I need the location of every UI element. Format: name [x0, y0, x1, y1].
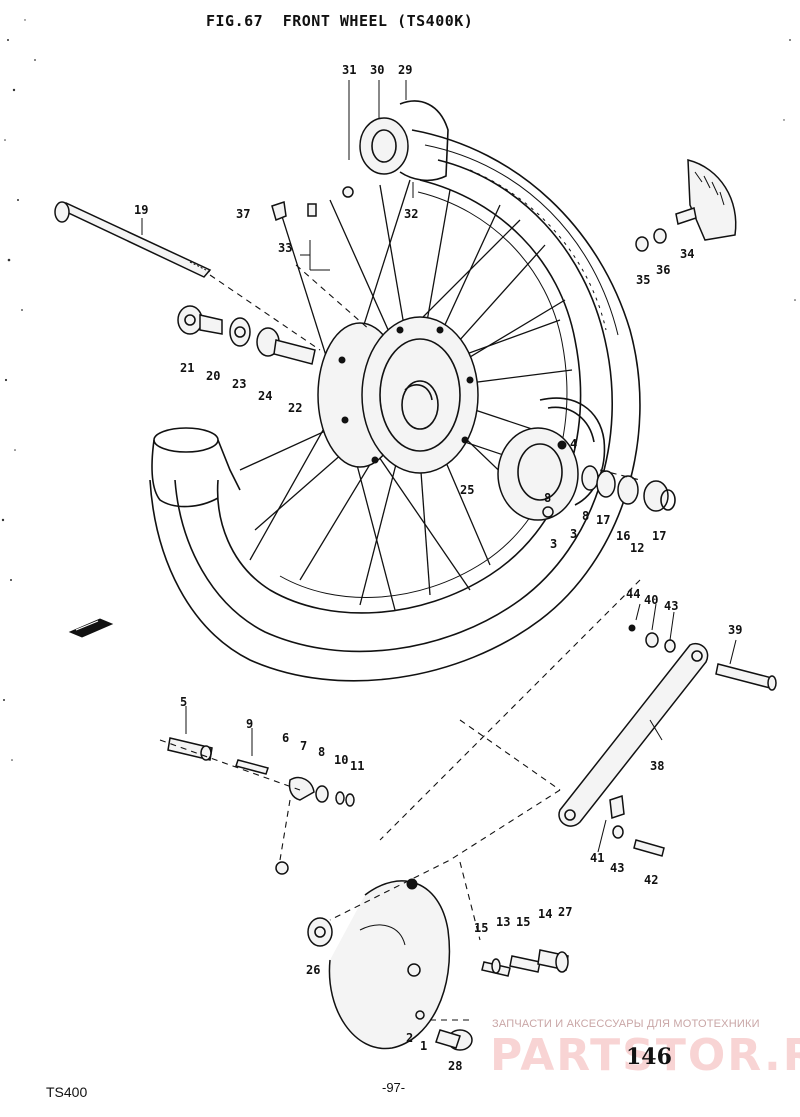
part-numbers: 31 30 29 32 19 37 33 34 35 36 21 20 23 2… [134, 63, 742, 1073]
part-label: 38 [650, 759, 664, 773]
part-label: 10 [334, 753, 348, 767]
watermark-caption: ЗАПЧАСТИ И АКСЕССУАРЫ ДЛЯ МОТОТЕХНИКИ [492, 1018, 760, 1030]
part-label: 21 [180, 361, 194, 375]
part-label: 8 [544, 491, 551, 505]
right-axle-parts [581, 465, 676, 512]
scan-noise [1, 19, 796, 761]
part-label: 26 [306, 963, 320, 977]
part-label: 14 [538, 907, 552, 921]
part-label: 25 [460, 483, 474, 497]
part-label: 16 [616, 529, 630, 543]
part-label: 3 [570, 527, 577, 541]
part-label: 19 [134, 203, 148, 217]
part-label: 8 [582, 509, 589, 523]
part-label: 5 [180, 695, 187, 709]
part-label: 41 [590, 851, 604, 865]
part-label: 37 [236, 207, 250, 221]
part-label: 17 [596, 513, 610, 527]
model-label: TS400 [46, 1084, 88, 1100]
part-label: 31 [342, 63, 356, 77]
part-label: 32 [404, 207, 418, 221]
part-label: 15 [516, 915, 530, 929]
axle [54, 201, 212, 278]
figure-name: FRONT WHEEL (TS400K) [282, 12, 474, 30]
watermark-logo: PARTSTOR.RU [490, 1030, 800, 1081]
part-label: 43 [664, 599, 678, 613]
tube-section [359, 117, 409, 175]
speedometer-drive-parts [481, 949, 569, 977]
figure-number: FIG.67 [206, 12, 264, 30]
part-label: 6 [282, 731, 289, 745]
part-label: 34 [680, 247, 694, 261]
assembly-lines [159, 264, 641, 1021]
part-label: 36 [656, 263, 670, 277]
brake-panel [275, 861, 473, 1051]
part-label: 8 [318, 745, 325, 759]
small-fasteners [271, 186, 354, 271]
part-label: 33 [278, 241, 292, 255]
part-label: 1 [420, 1039, 427, 1053]
brake-shoes [497, 397, 606, 521]
part-label: 23 [232, 377, 246, 391]
part-label: 4 [570, 437, 577, 451]
part-label: 35 [636, 273, 650, 287]
figure-title: FIG.67 FRONT WHEEL (TS400K) [206, 12, 483, 30]
part-label: 39 [728, 623, 742, 637]
part-label: 17 [652, 529, 666, 543]
brake-cam-parts [167, 737, 355, 807]
hub [317, 316, 479, 474]
part-label: 11 [350, 759, 364, 773]
left-axle-parts [177, 305, 316, 365]
speedometer-gear [635, 159, 737, 252]
part-label: 27 [558, 905, 572, 919]
part-label: 22 [288, 401, 302, 415]
leader-lines [141, 80, 737, 853]
part-label: 12 [630, 541, 644, 555]
page-number: -97- [382, 1080, 406, 1095]
part-label: 20 [206, 369, 220, 383]
part-label: 15 [474, 921, 488, 935]
part-label: 40 [644, 593, 658, 607]
front-arrow-icon [68, 618, 114, 638]
part-label: 13 [496, 915, 510, 929]
part-label: 7 [300, 739, 307, 753]
part-label: 3 [550, 537, 557, 551]
part-label: 9 [246, 717, 253, 731]
page-stamp: 146 [626, 1044, 672, 1070]
part-label: 44 [626, 587, 640, 601]
part-label: 42 [644, 873, 658, 887]
part-label: 2 [406, 1031, 413, 1045]
torque-link [558, 624, 777, 857]
part-label: 29 [398, 63, 412, 77]
tire [149, 100, 641, 682]
part-label: 24 [258, 389, 272, 403]
part-label: 43 [610, 861, 624, 875]
part-label: 30 [370, 63, 384, 77]
part-label: 28 [448, 1059, 462, 1073]
